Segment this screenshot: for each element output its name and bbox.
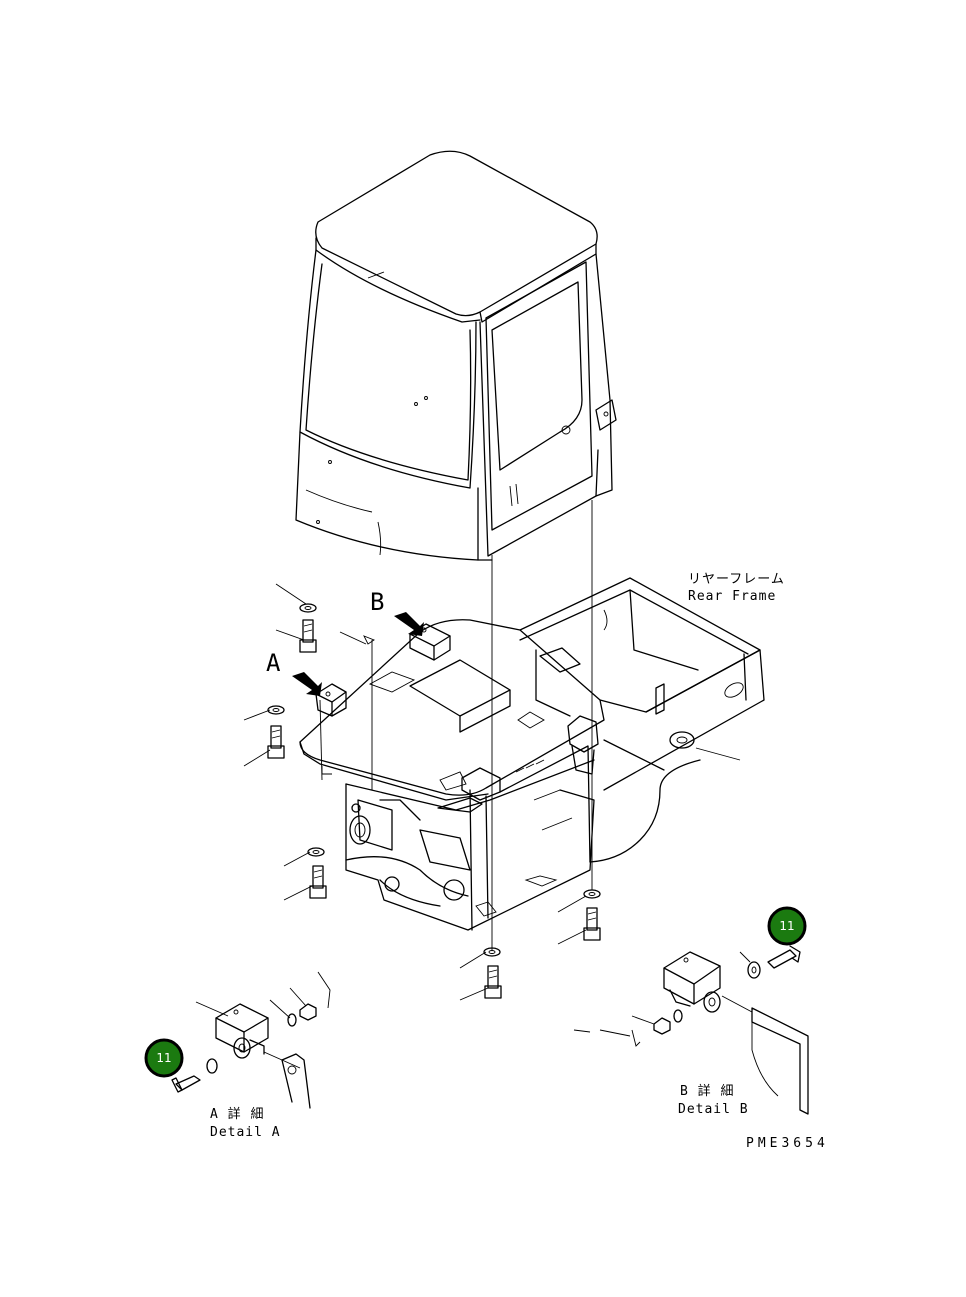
bolt-set-lower-right — [557, 889, 601, 945]
drawing-code: PME3654 — [746, 1136, 829, 1151]
view-b-label: B — [370, 588, 384, 616]
callout-detail-b[interactable]: 11 — [767, 906, 807, 946]
detail-b-label-en: Detail B — [678, 1102, 749, 1117]
view-arrow-b — [394, 612, 424, 636]
bolt-set-lower-center — [459, 947, 502, 1001]
callout-detail-a[interactable]: 11 — [144, 1038, 184, 1078]
bolt-set-lower-left — [283, 847, 327, 901]
detail-b-label-jp: B 詳 細 — [680, 1083, 734, 1099]
callout-number: 11 — [779, 919, 794, 933]
rear-frame-label-jp: リヤーフレーム — [688, 572, 785, 587]
detail-b-drawing — [573, 945, 809, 1115]
detail-a-label-en: Detail A — [210, 1125, 281, 1140]
detail-a-label-jp: A 詳 細 — [210, 1106, 264, 1122]
bolt-set-upper-left — [275, 583, 317, 653]
detail-a-drawing — [171, 971, 331, 1109]
callout-number: 11 — [156, 1051, 171, 1065]
rear-frame-label-en: Rear Frame — [688, 589, 776, 604]
view-arrow-a — [292, 672, 322, 696]
bolt-set-mid-left — [243, 705, 285, 767]
mount-block-b — [409, 623, 451, 661]
rear-frame — [299, 577, 765, 931]
mount-block-a — [315, 683, 347, 717]
cab-assembly — [295, 150, 617, 561]
view-a-label: A — [266, 649, 281, 677]
